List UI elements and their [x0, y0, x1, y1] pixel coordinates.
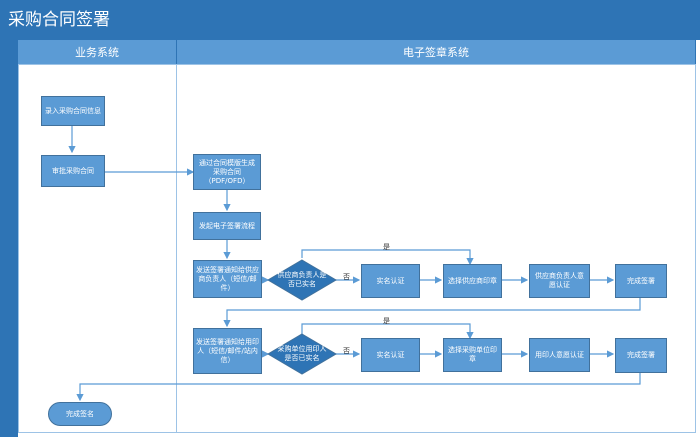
node-supplier-will: 供应商负责人意愿认证 — [529, 264, 590, 298]
label-yes-2: 是 — [383, 317, 390, 325]
node-choose-supplier-seal: 选择供应商印章 — [443, 264, 502, 298]
node-user-sign: 完成签署 — [615, 338, 667, 373]
decision-user-diamond — [267, 333, 337, 375]
left-edge-bar — [0, 40, 18, 437]
node-review-contract: 审批采购合同 — [41, 155, 105, 187]
label-yes-1: 是 — [383, 243, 390, 251]
node-supplier-realname: 实名认证 — [361, 264, 420, 298]
edge-check2-yes — [301, 323, 474, 340]
diagram-title: 采购合同签署 — [0, 0, 700, 40]
lane-header-business: 业务系统 — [18, 40, 177, 64]
node-notify-user: 发送签署通知给用印人（短信/邮件/站内信） — [193, 328, 262, 374]
node-user-will: 用印人意愿认证 — [529, 338, 590, 372]
lane-esign — [176, 64, 696, 433]
node-generate-contract: 通过合同模版生成采购合同（PDF/OFD） — [193, 154, 261, 190]
edge-sign1-to-notify2 — [223, 298, 641, 328]
label-no-1: 否 — [343, 273, 350, 281]
node-done: 完成签名 — [48, 402, 112, 426]
label-no-2: 否 — [343, 347, 350, 355]
node-supplier-sign: 完成签署 — [615, 264, 667, 298]
decision-supplier-diamond — [267, 259, 337, 301]
edge-check1-yes — [301, 249, 474, 266]
decision-user-text: 采购单位用印人是否已实名 — [277, 345, 327, 362]
node-choose-buyer-seal: 选择采购单位印章 — [443, 338, 502, 372]
decision-supplier-text: 供应商负责人是否已实名 — [277, 271, 327, 288]
node-input-contract: 录入采购合同信息 — [41, 96, 105, 126]
node-user-realname: 实名认证 — [361, 338, 420, 372]
lane-header-esign: 电子签章系统 — [177, 40, 696, 64]
node-notify-supplier: 发送签署通知给供应商负责人（短信/邮件） — [193, 260, 262, 298]
node-start-flow: 发起电子签署流程 — [193, 212, 261, 240]
edge-sign2-to-done — [76, 373, 641, 402]
